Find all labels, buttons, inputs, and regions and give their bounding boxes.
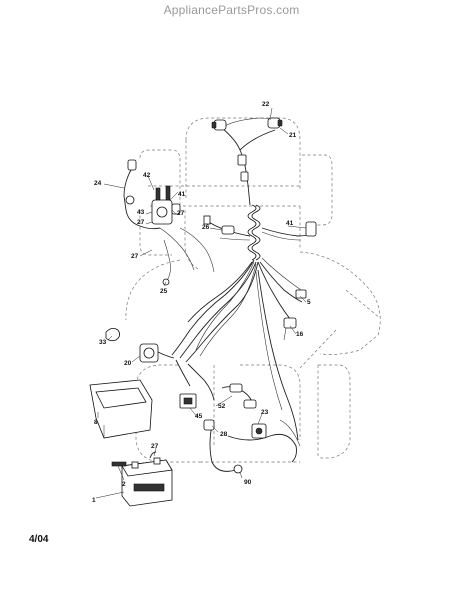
battery-cable-27 xyxy=(149,451,157,459)
callout-27a: 27 xyxy=(177,210,185,217)
site-watermark: AppliancePartsPros.com xyxy=(163,3,300,17)
regulator-20 xyxy=(139,343,175,363)
callout-numbers: 22 21 24 42 41 43 27 27 26 41 27 25 5 16… xyxy=(92,101,311,504)
connector-28 xyxy=(203,419,215,431)
callout-27c: 27 xyxy=(131,253,139,260)
callout-41a: 41 xyxy=(178,191,186,198)
callout-28: 28 xyxy=(220,431,228,438)
switch-16 xyxy=(283,317,297,341)
switch-23 xyxy=(251,423,267,439)
wire-connector-24 xyxy=(125,159,137,205)
main-harness-bundle xyxy=(123,117,317,472)
part-52 xyxy=(229,383,257,409)
headlight-connector xyxy=(237,154,249,182)
headlight-right xyxy=(267,117,283,129)
callout-23: 23 xyxy=(261,409,269,416)
callout-52: 52 xyxy=(218,403,226,410)
battery-tray xyxy=(89,379,153,439)
callout-24: 24 xyxy=(94,180,102,187)
callout-21: 21 xyxy=(289,132,297,139)
callout-45: 45 xyxy=(195,413,203,420)
callout-22: 22 xyxy=(262,101,270,108)
callout-90: 90 xyxy=(244,479,252,486)
diagram-date-code: 4/04 xyxy=(29,534,49,545)
switch-5 xyxy=(295,289,307,299)
callout-33: 33 xyxy=(99,339,107,346)
callout-20: 20 xyxy=(124,360,132,367)
callout-41b: 41 xyxy=(286,220,294,227)
callout-26: 26 xyxy=(202,224,210,231)
relay-block-45 xyxy=(179,393,197,409)
callout-16: 16 xyxy=(296,331,304,338)
callout-5: 5 xyxy=(307,299,311,306)
callout-leaders xyxy=(95,107,307,499)
headlight-left xyxy=(211,119,227,131)
callout-1: 1 xyxy=(92,497,96,504)
callout-2: 2 xyxy=(122,481,126,488)
connector-41-right xyxy=(305,221,317,237)
ignition-switch-cluster xyxy=(151,185,181,225)
callout-8: 8 xyxy=(94,419,98,426)
battery xyxy=(121,457,173,507)
callout-27b: 27 xyxy=(137,219,145,226)
callout-43: 43 xyxy=(137,209,145,216)
ground-terminal-90 xyxy=(233,464,243,474)
callout-42: 42 xyxy=(143,172,151,179)
battery-bolt xyxy=(111,461,127,467)
callout-27d: 27 xyxy=(151,443,159,450)
clip-33 xyxy=(105,328,120,342)
callout-25: 25 xyxy=(160,288,168,295)
